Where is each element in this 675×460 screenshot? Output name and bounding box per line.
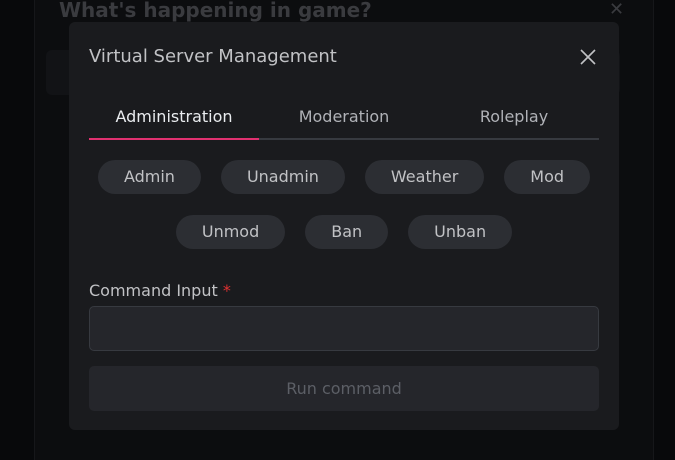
ban-button[interactable]: Ban: [305, 215, 389, 249]
unmod-button[interactable]: Unmod: [175, 215, 286, 249]
background-title: What's happening in game?: [59, 0, 372, 22]
tab-moderation[interactable]: Moderation: [298, 107, 390, 126]
command-chips: Admin Unadmin Weather Mod Unmod Ban Unba…: [89, 160, 599, 249]
modal-title: Virtual Server Management: [89, 46, 337, 67]
tab-list: Administration Moderation Roleplay: [89, 104, 599, 140]
background-close-icon: ✕: [609, 0, 625, 20]
run-command-button[interactable]: Run command: [89, 366, 599, 411]
mod-button[interactable]: Mod: [504, 160, 591, 194]
unadmin-button[interactable]: Unadmin: [220, 160, 345, 194]
unban-button[interactable]: Unban: [408, 215, 513, 249]
tab-roleplay[interactable]: Roleplay: [479, 107, 549, 126]
tab-administration[interactable]: Administration: [89, 104, 259, 140]
command-input-label: Command Input *: [89, 281, 231, 300]
weather-button[interactable]: Weather: [364, 160, 485, 194]
close-icon[interactable]: [578, 47, 598, 67]
required-mark: *: [222, 281, 231, 300]
command-input[interactable]: [89, 306, 599, 351]
admin-button[interactable]: Admin: [97, 160, 201, 194]
label-text: Command Input: [89, 281, 218, 300]
virtual-server-modal: Virtual Server Management Administration…: [69, 22, 619, 430]
